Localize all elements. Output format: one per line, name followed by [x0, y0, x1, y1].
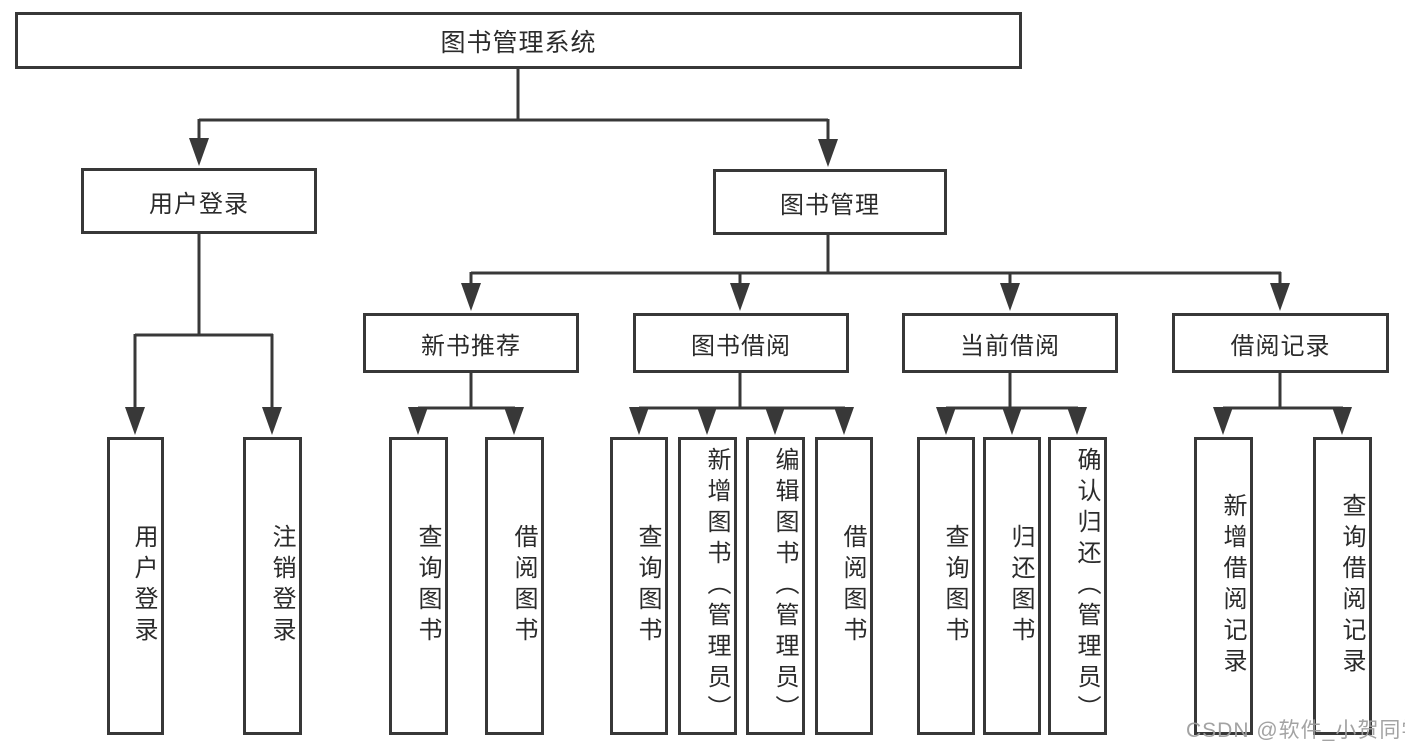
node-borrowing-records: 借阅记录: [1172, 313, 1389, 373]
node-book-borrowing: 图书借阅: [633, 313, 849, 373]
leaf-logout: 注销登录: [243, 437, 302, 735]
leaf-query-books-borrowing: 查询图书: [610, 437, 668, 735]
leaf-return-books: 归还图书: [983, 437, 1041, 735]
leaf-query-books-recommend: 查询图书: [389, 437, 448, 735]
leaf-confirm-return-admin: 确认归还（管理员）: [1048, 437, 1107, 735]
csdn-watermark: CSDN @软件_小贺同学: [1186, 719, 1405, 742]
node-library-management-system: 图书管理系统: [15, 12, 1022, 69]
leaf-query-books-current: 查询图书: [917, 437, 975, 735]
node-book-management: 图书管理: [713, 169, 947, 235]
leaf-add-borrow-record: 新增借阅记录: [1194, 437, 1253, 735]
leaf-query-borrow-record: 查询借阅记录: [1313, 437, 1372, 735]
node-new-book-recommend: 新书推荐: [363, 313, 579, 373]
leaf-add-book-admin: 新增图书（管理员）: [678, 437, 737, 735]
leaf-edit-book-admin: 编辑图书（管理员）: [746, 437, 805, 735]
arrowheads: [125, 138, 1352, 435]
leaf-user-login: 用户登录: [107, 437, 164, 735]
leaf-borrow-books-recommend: 借阅图书: [485, 437, 544, 735]
leaf-borrow-books-borrowing: 借阅图书: [815, 437, 873, 735]
node-current-borrowing: 当前借阅: [902, 313, 1118, 373]
node-user-login: 用户登录: [81, 168, 317, 234]
